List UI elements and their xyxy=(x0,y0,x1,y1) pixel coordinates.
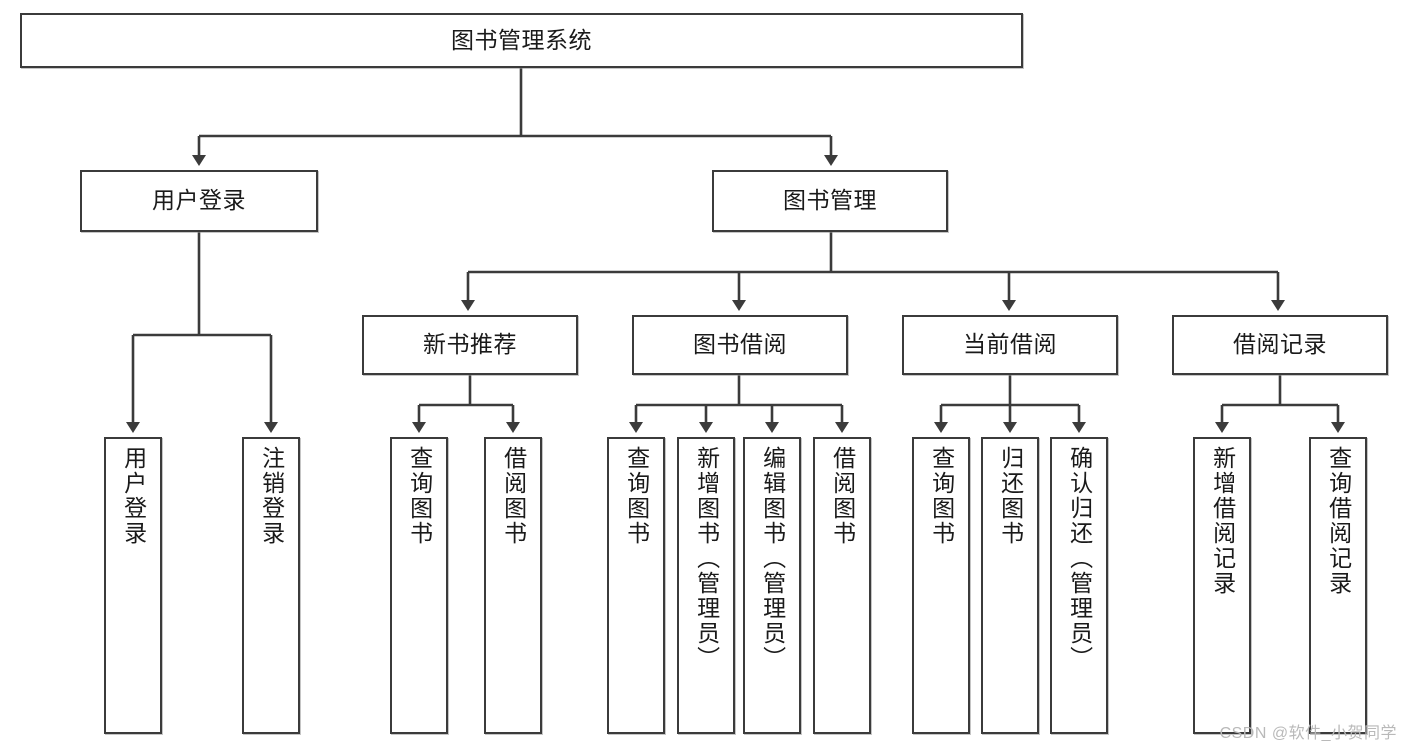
leaf-current-confirm-return-admin[interactable]: 确认归还（管理员） xyxy=(1050,437,1108,734)
leaf-borrow-query-book[interactable]: 查询图书 xyxy=(607,437,665,734)
leaf-recommend-borrow-book[interactable]: 借阅图书 xyxy=(484,437,542,734)
node-label: 查询图书 xyxy=(928,446,955,546)
node-label: 归还图书 xyxy=(997,446,1024,546)
node-label: 图书借阅 xyxy=(693,331,787,358)
leaf-current-return-book[interactable]: 归还图书 xyxy=(981,437,1039,734)
node-label: 用户登录 xyxy=(152,187,246,214)
node-label: 注销登录 xyxy=(258,446,285,546)
leaf-recommend-query-book[interactable]: 查询图书 xyxy=(390,437,448,734)
node-label: 查询借阅记录 xyxy=(1325,446,1352,596)
node-label: 新书推荐 xyxy=(423,331,517,358)
leaf-borrow-edit-book-admin[interactable]: 编辑图书（管理员） xyxy=(743,437,801,734)
node-borrow-record[interactable]: 借阅记录 xyxy=(1172,315,1388,375)
node-label: 用户登录 xyxy=(120,446,147,546)
node-label: 借阅记录 xyxy=(1233,331,1327,358)
leaf-record-query-record[interactable]: 查询借阅记录 xyxy=(1309,437,1367,734)
node-label: 新增图书（管理员） xyxy=(693,446,720,671)
node-label: 查询图书 xyxy=(623,446,650,546)
node-root-system[interactable]: 图书管理系统 xyxy=(20,13,1023,68)
node-new-book-recommend[interactable]: 新书推荐 xyxy=(362,315,578,375)
node-label: 查询图书 xyxy=(406,446,433,546)
node-book-management[interactable]: 图书管理 xyxy=(712,170,948,232)
node-label: 确认归还（管理员） xyxy=(1066,446,1093,671)
leaf-borrow-borrow-book[interactable]: 借阅图书 xyxy=(813,437,871,734)
node-current-borrow[interactable]: 当前借阅 xyxy=(902,315,1118,375)
node-label: 当前借阅 xyxy=(963,331,1057,358)
node-label: 图书管理 xyxy=(783,187,877,214)
watermark-text: CSDN @软件_小贺同学 xyxy=(1219,725,1397,742)
leaf-borrow-add-book-admin[interactable]: 新增图书（管理员） xyxy=(677,437,735,734)
node-label: 新增借阅记录 xyxy=(1209,446,1236,596)
leaf-record-add-record[interactable]: 新增借阅记录 xyxy=(1193,437,1251,734)
node-book-borrow[interactable]: 图书借阅 xyxy=(632,315,848,375)
node-label: 图书管理系统 xyxy=(451,26,592,53)
node-label: 编辑图书（管理员） xyxy=(759,446,786,671)
node-label: 借阅图书 xyxy=(500,446,527,546)
leaf-user-login-signin[interactable]: 用户登录 xyxy=(104,437,162,734)
node-label: 借阅图书 xyxy=(829,446,856,546)
node-user-login[interactable]: 用户登录 xyxy=(80,170,318,232)
leaf-user-login-signout[interactable]: 注销登录 xyxy=(242,437,300,734)
leaf-current-query-book[interactable]: 查询图书 xyxy=(912,437,970,734)
